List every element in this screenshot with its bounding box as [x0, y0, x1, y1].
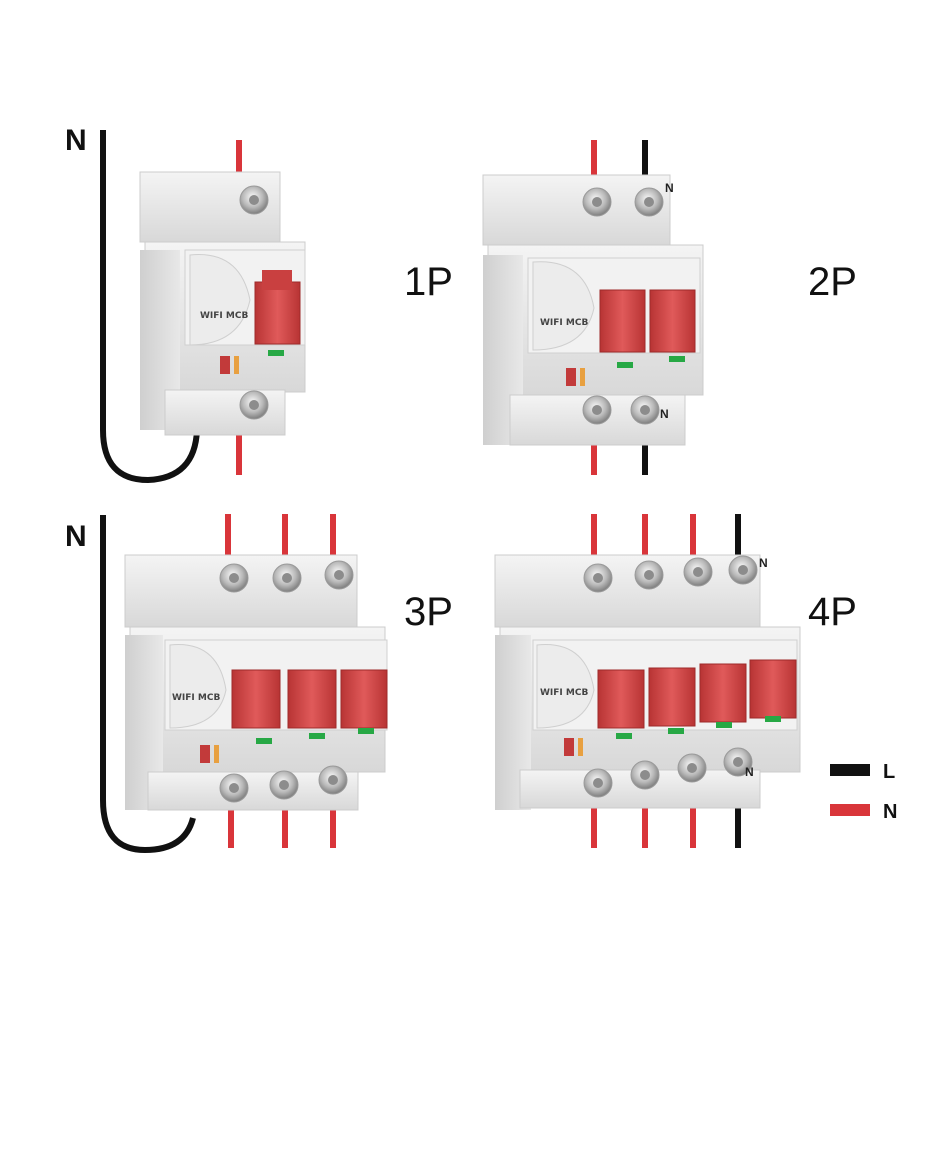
neutral-label: N — [65, 520, 87, 553]
legend-swatch-n — [830, 804, 870, 816]
breaker-1p: WIFI MCB — [103, 130, 305, 480]
device-label: WIFI MCB — [540, 318, 588, 328]
breaker-4p: N N WIFI MCB — [495, 514, 800, 848]
device-label: WIFI MCB — [172, 693, 220, 703]
pole-label-4p: 4P — [808, 590, 857, 634]
legend-label-l: L — [883, 761, 895, 783]
breaker-3p: WIFI MCB — [103, 514, 387, 850]
device-label: WIFI MCB — [200, 311, 248, 321]
terminal-n-label: N — [745, 765, 754, 779]
pole-label-1p: 1P — [404, 260, 453, 304]
terminal-n-label: N — [665, 181, 674, 195]
breaker-2p: N N WIFI MCB — [483, 140, 703, 475]
neutral-label: N — [65, 124, 87, 157]
legend-swatch-l — [830, 764, 870, 776]
pole-label-2p: 2P — [808, 260, 857, 304]
pole-label-3p: 3P — [404, 590, 453, 634]
terminal-n-label: N — [660, 407, 669, 421]
terminal-n-label: N — [759, 556, 768, 570]
legend-label-n: N — [883, 801, 897, 823]
device-label: WIFI MCB — [540, 688, 588, 698]
legend: L N — [830, 761, 897, 823]
